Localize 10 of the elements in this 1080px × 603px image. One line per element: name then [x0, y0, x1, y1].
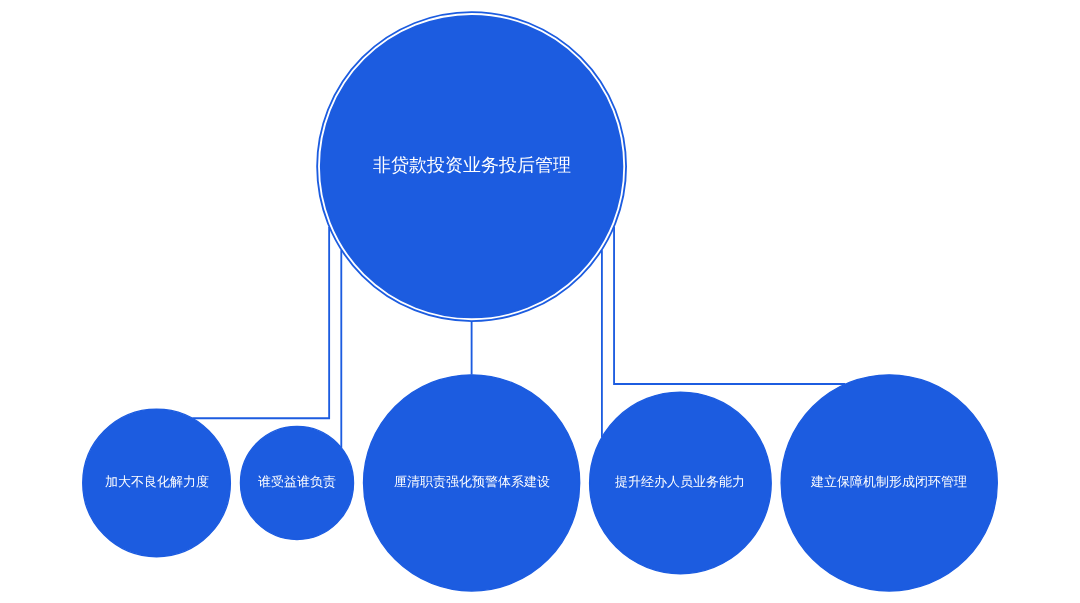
connector [613, 225, 847, 385]
connector [340, 249, 343, 449]
connector [470, 320, 473, 376]
node-circle: 谁受益谁负责 [239, 425, 355, 541]
connector [600, 249, 603, 439]
connector [191, 225, 331, 420]
node-circle: 提升经办人员业务能力 [588, 391, 772, 575]
node-circle: 厘清职责强化预警体系建设 [362, 374, 581, 592]
node-circle: 加大不良化解力度 [82, 408, 232, 558]
node-circle: 建立保障机制形成闭环管理 [780, 374, 998, 592]
